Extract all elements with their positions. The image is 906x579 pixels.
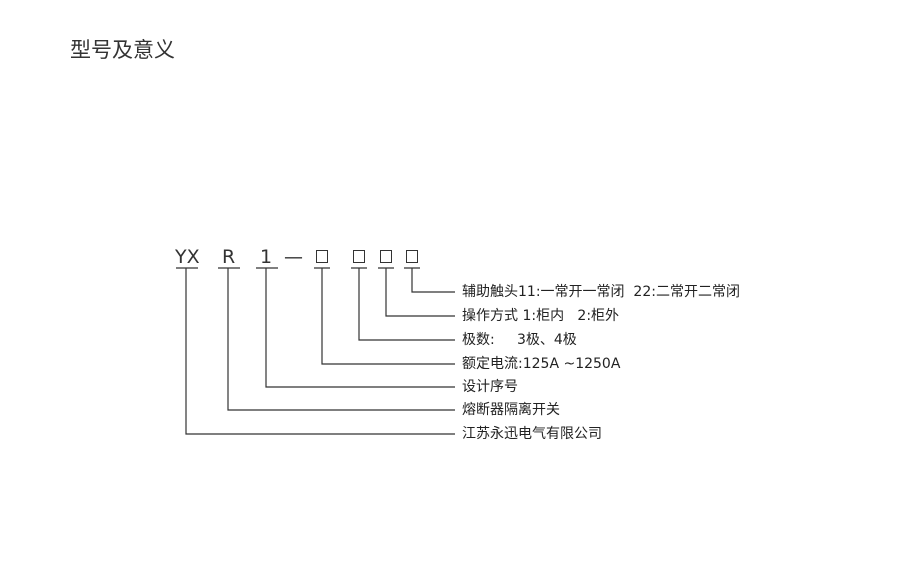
placeholder-box-poles xyxy=(353,250,365,263)
label-poles: 极数: 3极、4极 xyxy=(462,332,577,348)
code-1: 1 xyxy=(260,246,273,268)
code-yx: YX xyxy=(175,246,200,268)
placeholder-box-aux xyxy=(406,250,418,263)
label-design-number: 设计序号 xyxy=(462,379,518,395)
label-aux-contacts: 辅助触头11:一常开一常闭 22:二常开二常闭 xyxy=(462,284,740,300)
section-title: 型号及意义 xyxy=(70,38,175,62)
code-dash: — xyxy=(284,246,303,268)
label-operation-mode: 操作方式 1:柜内 2:柜外 xyxy=(462,308,620,324)
label-product-type: 熔断器隔离开关 xyxy=(462,402,560,418)
placeholder-box-current xyxy=(316,250,328,263)
label-company: 江苏永迅电气有限公司 xyxy=(462,426,602,442)
label-rated-current: 额定电流:125A ~1250A xyxy=(462,356,621,372)
placeholder-box-operation xyxy=(380,250,392,263)
code-r: R xyxy=(222,246,236,268)
